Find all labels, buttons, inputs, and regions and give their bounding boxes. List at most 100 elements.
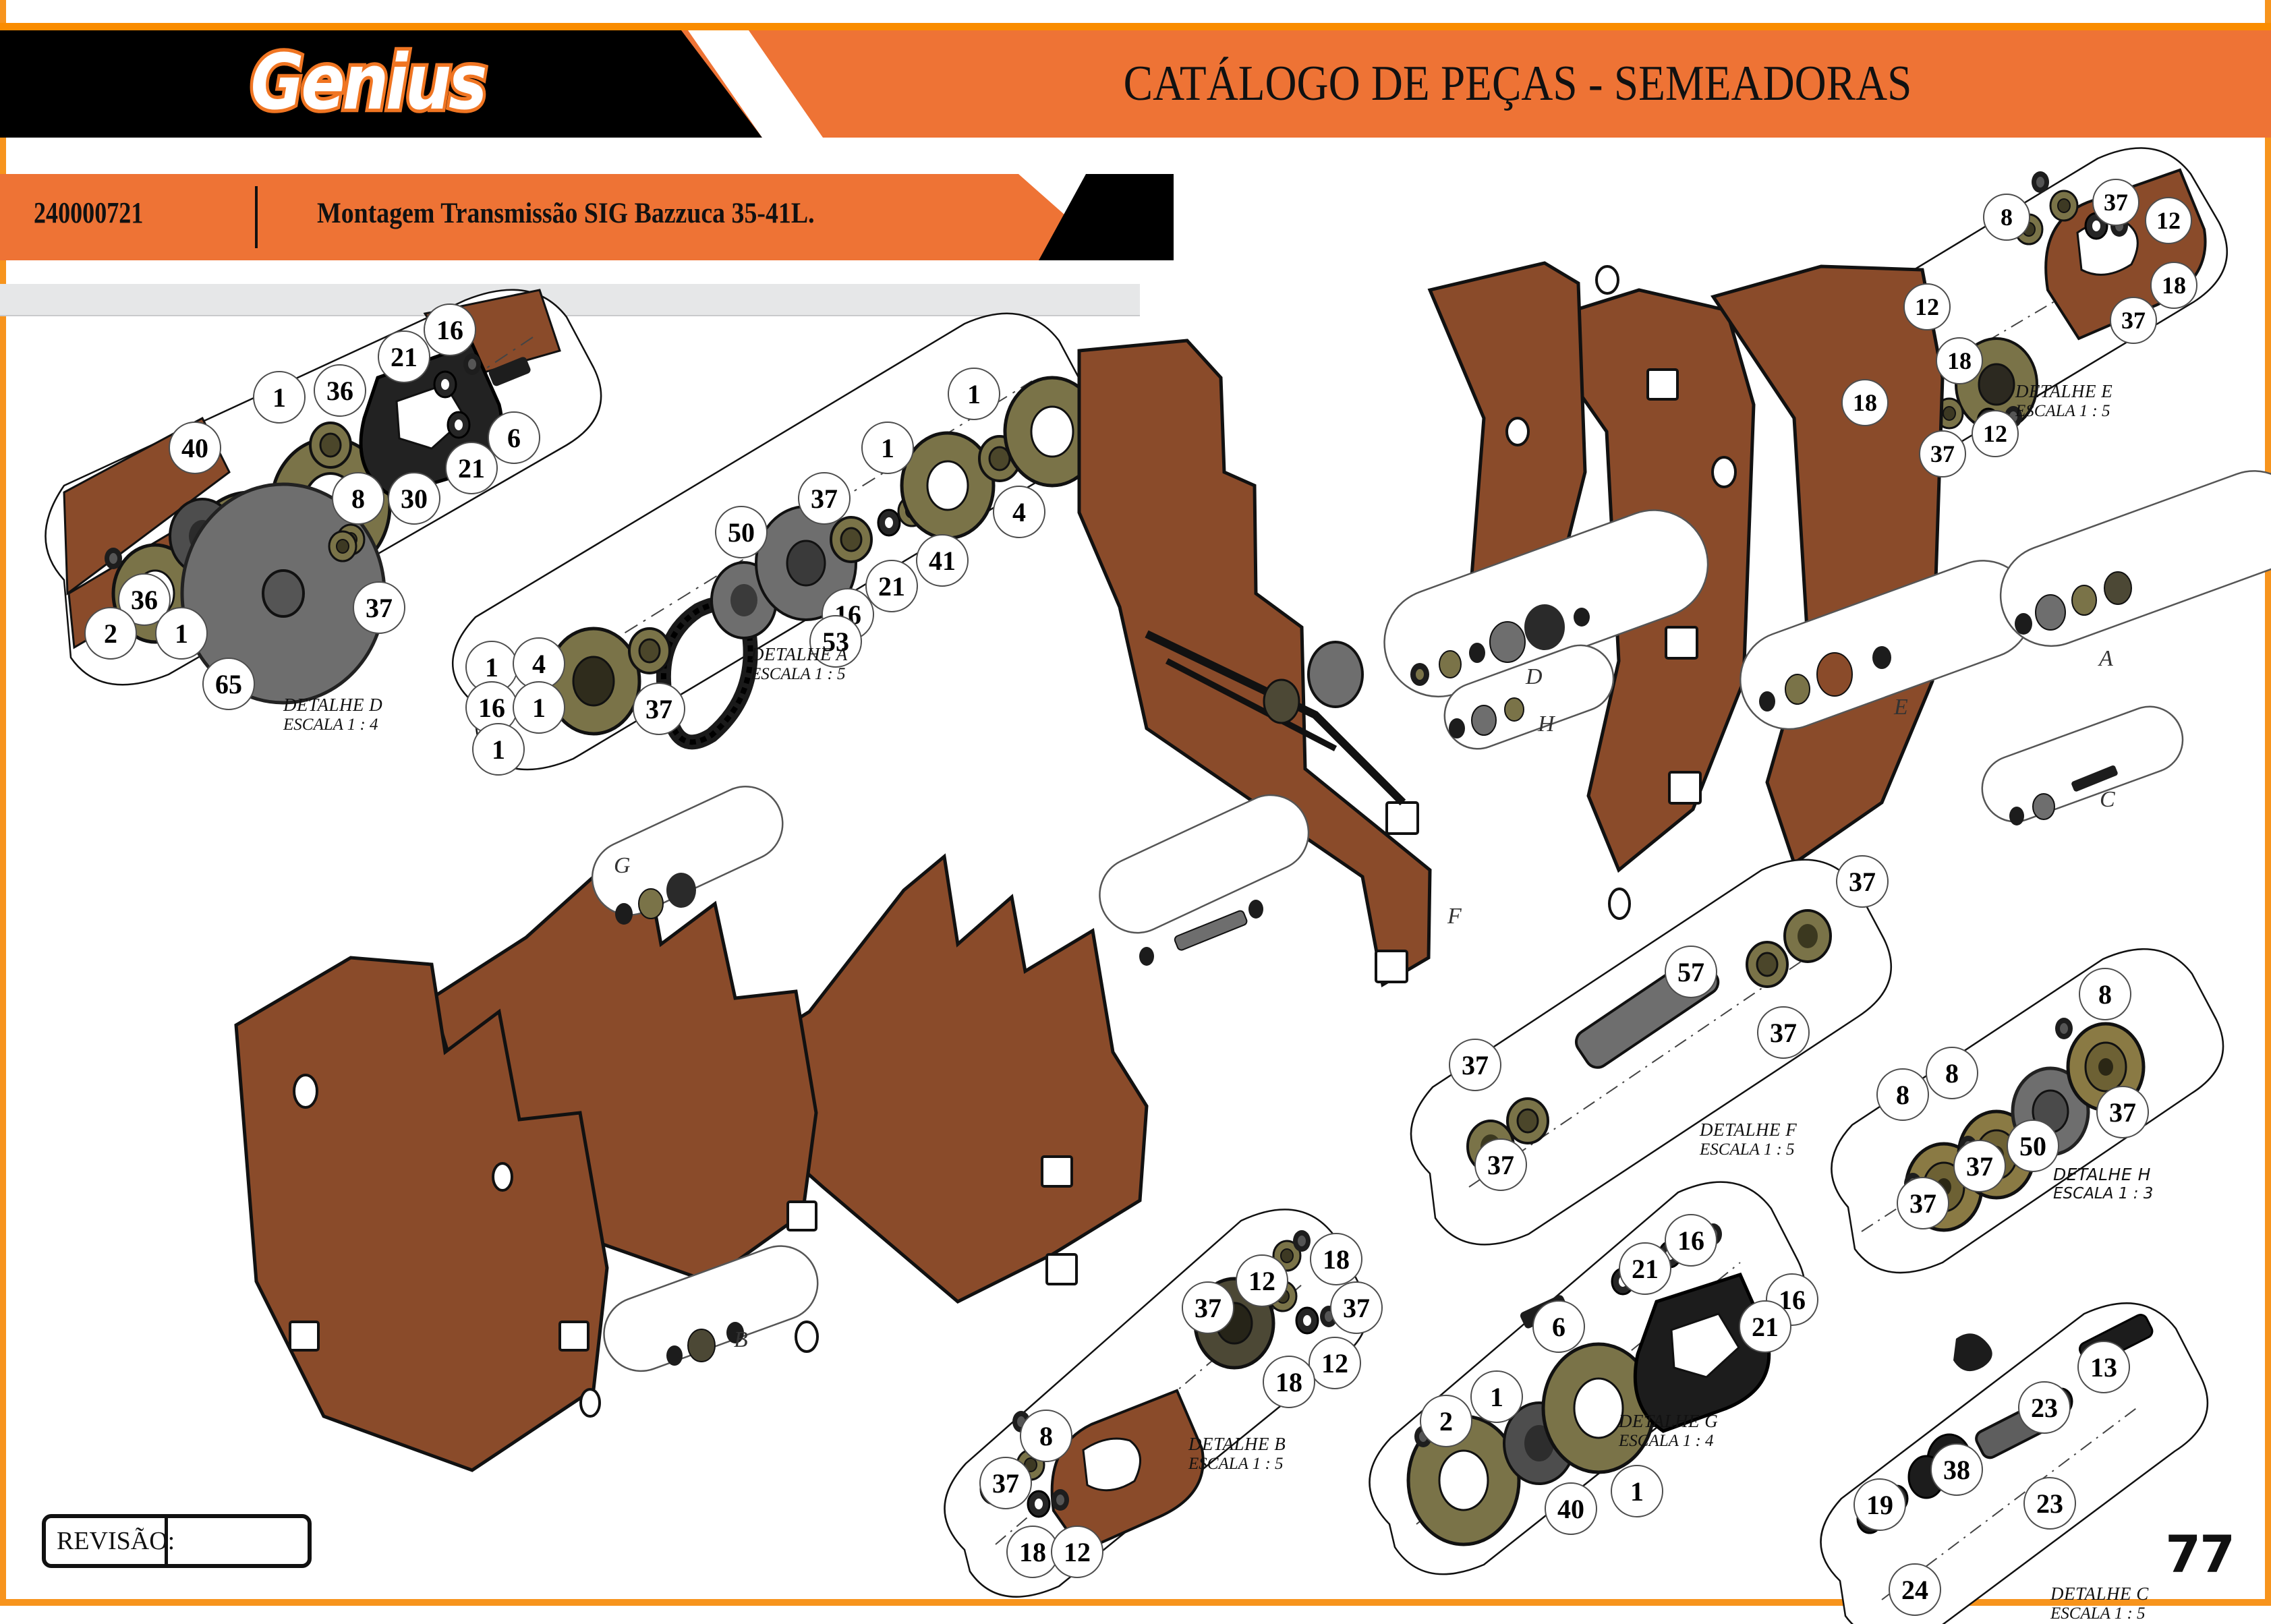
- callout-capsule-B: [603, 1245, 819, 1372]
- part-balloon: 37: [1836, 855, 1889, 908]
- brand-logo: Genius: [172, 34, 563, 131]
- brand-logo-text: Genius: [248, 34, 490, 131]
- detail-caption-name: DETALHE E: [2015, 381, 2113, 401]
- part-balloon: 37: [1953, 1140, 2006, 1192]
- callout-capsule-C: [1981, 705, 2184, 823]
- part-balloon: 2: [1420, 1395, 1472, 1447]
- part-balloon: 36: [314, 364, 366, 417]
- part-balloon: 18: [1936, 337, 1983, 384]
- detail-caption-name: DETALHE H: [2053, 1165, 2151, 1184]
- part-balloon: 19: [1853, 1478, 1906, 1531]
- part-balloon: 38: [1930, 1443, 1983, 1496]
- frame-part-left: [1077, 339, 1432, 987]
- frame-part-left-2: [234, 956, 609, 1472]
- page-number: 77: [2165, 1524, 2235, 1584]
- part-balloon: 50: [2007, 1120, 2059, 1172]
- page-border-left: [0, 0, 6, 1606]
- part-balloon: 37: [1474, 1138, 1527, 1191]
- part-balloon: 37: [2092, 179, 2139, 226]
- revision-box: REVISÃO:: [42, 1514, 312, 1568]
- detail-marker-a: A: [2099, 646, 2113, 671]
- part-balloon: 8: [1926, 1047, 1978, 1099]
- part-balloon: 12: [1051, 1526, 1103, 1578]
- part-balloon: 18: [1006, 1526, 1059, 1578]
- revision-field[interactable]: [168, 1518, 308, 1564]
- detail-caption-scale: ESCALA 1 : 5: [2015, 402, 2110, 421]
- page-title: CATÁLOGO DE PEÇAS - SEMEADORAS: [877, 30, 2158, 138]
- part-balloon: 23: [2018, 1381, 2071, 1434]
- subheader-divider: [255, 186, 258, 248]
- part-balloon: 40: [1545, 1482, 1597, 1535]
- detail-caption-scale: ESCALA 1 : 5: [1700, 1140, 1795, 1159]
- part-balloon: 37: [2096, 1086, 2149, 1138]
- subheader-band: [0, 174, 1116, 260]
- detail-marker-h: H: [1538, 712, 1555, 736]
- page-title-text: CATÁLOGO DE PEÇAS - SEMEADORAS: [1123, 56, 1912, 111]
- detail-caption-scale: ESCALA 1 : 4: [1619, 1432, 1714, 1451]
- part-balloon: 40: [169, 422, 221, 474]
- part-balloon: 41: [916, 534, 969, 587]
- part-balloon: 8: [332, 472, 384, 525]
- part-balloon: 18: [1263, 1356, 1315, 1408]
- part-balloon: 50: [715, 506, 768, 558]
- part-balloon: 2: [84, 607, 137, 660]
- part-balloon: 53: [809, 615, 862, 668]
- detail-caption-name: DETALHE F: [1700, 1120, 1798, 1140]
- part-balloon: 37: [1182, 1281, 1234, 1334]
- detail-caption-scale: ESCALA 1 : 4: [283, 716, 378, 734]
- part-balloon: 37: [1449, 1039, 1501, 1091]
- part-balloon: 1: [861, 422, 914, 474]
- detail-caption-name: DETALHE C: [2050, 1584, 2149, 1604]
- frame-part-mid: [698, 853, 1149, 1304]
- part-balloon: 18: [1310, 1233, 1362, 1285]
- detail-caption-name: DETALHE G: [1619, 1411, 1719, 1431]
- part-balloon: 23: [2023, 1477, 2076, 1530]
- part-balloon: 8: [1020, 1410, 1072, 1462]
- revision-label: REVISÃO:: [46, 1518, 175, 1564]
- part-balloon: 12: [1972, 410, 2019, 457]
- part-balloon: 1: [1611, 1465, 1663, 1517]
- part-balloon: 1: [1470, 1370, 1523, 1423]
- detail-marker-d: D: [1526, 664, 1543, 689]
- frame-part-right-2: [1711, 264, 1945, 866]
- part-balloon: 21: [865, 560, 918, 612]
- part-balloon: 1: [253, 371, 306, 424]
- part-balloon: 1: [472, 723, 525, 776]
- part-balloon: 12: [2145, 197, 2192, 244]
- part-balloon: 1: [513, 681, 565, 734]
- part-balloon: 12: [1236, 1254, 1288, 1307]
- part-balloon: 6: [488, 411, 540, 464]
- part-balloon: 16: [424, 303, 476, 356]
- part-balloon: 8: [1983, 194, 2030, 241]
- part-balloon: 37: [1757, 1006, 1810, 1059]
- page-border-right: [2265, 0, 2271, 1606]
- part-balloon: 30: [388, 472, 440, 525]
- detail-caption-name: DETALHE D: [283, 695, 383, 715]
- part-balloon: 12: [1903, 283, 1951, 330]
- detail-marker-b: B: [734, 1327, 748, 1352]
- part-balloon: 12: [1309, 1337, 1361, 1389]
- header-logo-panel: [0, 30, 762, 138]
- detail-caption-scale: ESCALA 1 : 5: [1188, 1455, 1284, 1474]
- detail-caption-name: DETALHE A: [751, 644, 848, 664]
- detail-marker-f: F: [1447, 904, 1462, 929]
- part-balloon: 37: [633, 683, 685, 735]
- detail-caption-scale: ESCALA 1 : 5: [751, 665, 846, 684]
- part-balloon: 37: [353, 581, 405, 634]
- detail-outline-C: [1820, 1302, 2209, 1624]
- callout-capsule-G: [591, 786, 784, 916]
- part-balloon: 18: [1841, 379, 1889, 426]
- part-balloon: 37: [979, 1457, 1032, 1509]
- part-balloon: 21: [1619, 1242, 1671, 1295]
- detail-caption-scale: ESCALA 1 : 3: [2053, 1184, 2154, 1202]
